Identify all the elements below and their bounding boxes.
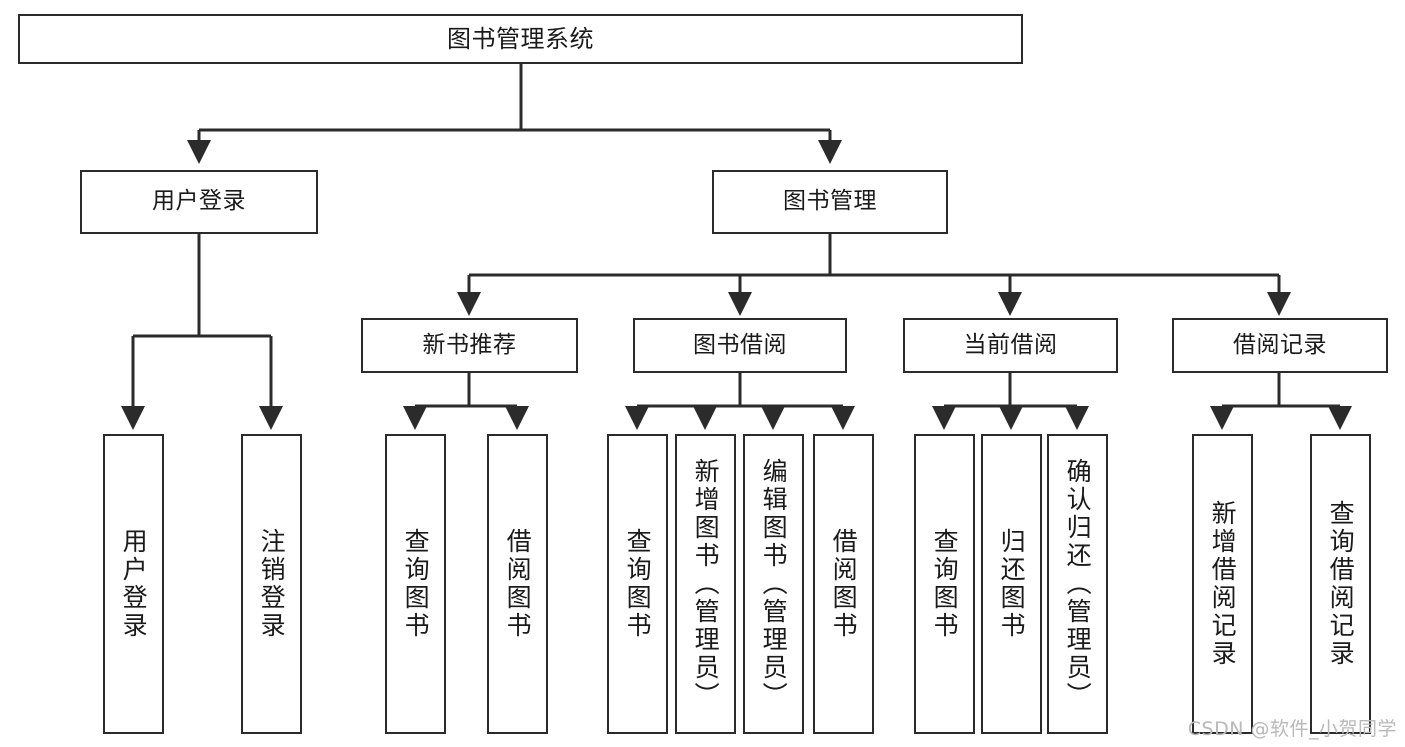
node-book-borrow[interactable]: 图书借阅 xyxy=(633,318,847,373)
node-new-book-recommend[interactable]: 新书推荐 xyxy=(361,318,578,373)
leaf-book-borrow-edit-book-admin[interactable]: 编辑图书（管理员） xyxy=(743,434,804,734)
leaf-book-borrow-borrow-book[interactable]: 借阅图书 xyxy=(813,434,874,734)
node-user-login[interactable]: 用户登录 xyxy=(80,170,318,234)
node-label: 用户登录 xyxy=(152,188,246,215)
node-label: 确认归还（管理员） xyxy=(1063,458,1093,710)
node-label: 用户登录 xyxy=(119,528,149,640)
node-label: 新增借阅记录 xyxy=(1208,500,1238,668)
leaf-current-borrow-confirm-return-admin[interactable]: 确认归还（管理员） xyxy=(1047,434,1108,734)
node-root-system[interactable]: 图书管理系统 xyxy=(18,14,1023,64)
node-label: 编辑图书（管理员） xyxy=(759,458,789,710)
node-label: 归还图书 xyxy=(997,528,1027,640)
csdn-watermark: CSDN @软件_小贺同学 xyxy=(1187,718,1397,740)
node-current-borrow[interactable]: 当前借阅 xyxy=(903,318,1118,373)
node-label: 注销登录 xyxy=(257,528,287,640)
node-label: 新增图书（管理员） xyxy=(691,458,721,710)
leaf-user-login-logout[interactable]: 注销登录 xyxy=(241,434,302,734)
leaf-borrow-record-query-record[interactable]: 查询借阅记录 xyxy=(1310,434,1371,734)
leaf-book-borrow-add-book-admin[interactable]: 新增图书（管理员） xyxy=(675,434,736,734)
leaf-new-book-query-book[interactable]: 查询图书 xyxy=(385,434,446,734)
node-borrow-record[interactable]: 借阅记录 xyxy=(1172,318,1388,373)
node-label: 查询借阅记录 xyxy=(1326,500,1356,668)
node-label: 图书管理 xyxy=(783,188,877,215)
node-label: 图书管理系统 xyxy=(447,24,594,53)
node-label: 查询图书 xyxy=(401,528,431,640)
node-label: 当前借阅 xyxy=(963,331,1058,358)
node-label: 借阅图书 xyxy=(829,528,859,640)
leaf-book-borrow-query-book[interactable]: 查询图书 xyxy=(607,434,668,734)
leaf-borrow-record-add-record[interactable]: 新增借阅记录 xyxy=(1192,434,1253,734)
leaf-current-borrow-query-book[interactable]: 查询图书 xyxy=(914,434,975,734)
node-label: 查询图书 xyxy=(930,528,960,640)
node-label: 借阅记录 xyxy=(1233,331,1327,358)
node-label: 查询图书 xyxy=(623,528,653,640)
leaf-new-book-borrow-book[interactable]: 借阅图书 xyxy=(487,434,548,734)
leaf-user-login-login[interactable]: 用户登录 xyxy=(103,434,164,734)
node-label: 新书推荐 xyxy=(422,331,517,358)
node-label: 图书借阅 xyxy=(693,331,787,358)
node-book-management[interactable]: 图书管理 xyxy=(712,170,948,234)
node-label: 借阅图书 xyxy=(503,528,533,640)
leaf-current-borrow-return-book[interactable]: 归还图书 xyxy=(981,434,1042,734)
